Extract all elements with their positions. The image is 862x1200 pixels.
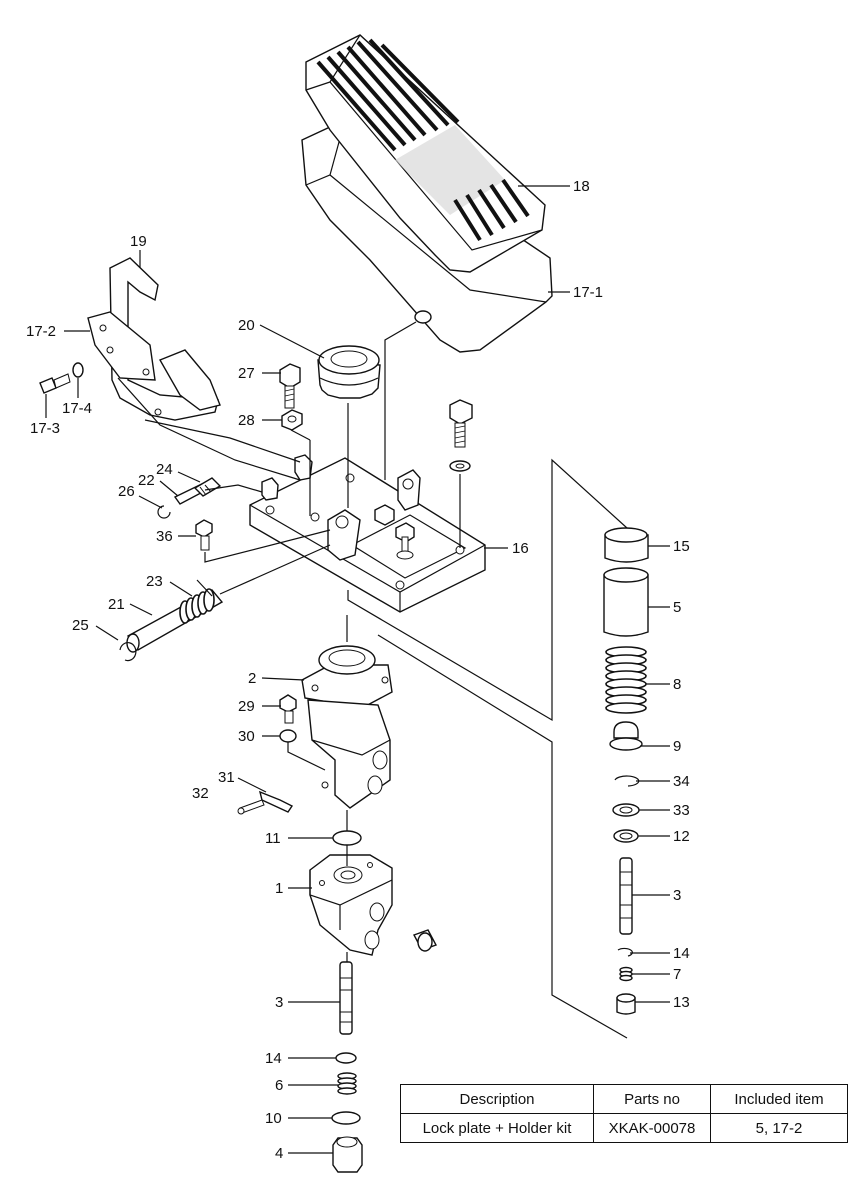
- callout-31: 31: [218, 769, 235, 786]
- callout-6: 6: [275, 1077, 283, 1094]
- spring-8: [605, 646, 647, 714]
- callout-20: 20: [238, 317, 255, 334]
- washer-12: [613, 829, 639, 843]
- callout-3-left: 3: [275, 994, 283, 1011]
- callout-24: 24: [156, 461, 173, 478]
- cap-13: [616, 993, 636, 1015]
- callout-labels: 18 17-1 19 17-2 17-3 17-4 20 27 28 24 22…: [26, 178, 690, 1162]
- screw-32: [237, 799, 265, 815]
- table-header-description: Description: [400, 1084, 594, 1114]
- snap-ring-34: [614, 775, 640, 787]
- bracket-19: [87, 257, 221, 421]
- bolt-plate-16: [449, 399, 473, 472]
- callout-15: 15: [673, 538, 690, 555]
- callout-10: 10: [265, 1110, 282, 1127]
- callout-8: 8: [673, 676, 681, 693]
- callout-32: 32: [192, 785, 209, 802]
- o-ring-10: [331, 1111, 361, 1125]
- leader-lines: [45, 185, 670, 1154]
- callout-5: 5: [673, 599, 681, 616]
- plug-1: [413, 929, 437, 952]
- seat-9: [609, 721, 643, 751]
- pin-22: [173, 477, 222, 505]
- table-header-parts-no: Parts no: [593, 1084, 711, 1114]
- o-ring-11: [332, 830, 362, 846]
- plate-31: [258, 790, 294, 813]
- callout-19: 19: [130, 233, 147, 250]
- snap-ring-26: [157, 505, 171, 519]
- callout-33: 33: [673, 802, 690, 819]
- table-cell-included-item: 5, 17-2: [710, 1113, 848, 1143]
- washer-30: [279, 729, 297, 743]
- callout-28: 28: [238, 412, 255, 429]
- callout-7: 7: [673, 966, 681, 983]
- callout-13: 13: [673, 994, 690, 1011]
- snap-ring-25: [119, 642, 137, 662]
- callout-2: 2: [248, 670, 256, 687]
- callout-26: 26: [118, 483, 135, 500]
- callout-27: 27: [238, 365, 255, 382]
- table-cell-description: Lock plate + Holder kit: [400, 1113, 594, 1143]
- sleeve-5: [603, 567, 649, 637]
- callout-18: 18: [573, 178, 590, 195]
- boot-20: [317, 345, 381, 399]
- callout-17-3: 17-3: [30, 420, 60, 437]
- table-row: Lock plate + Holder kit XKAK-00078 5, 17…: [400, 1113, 848, 1143]
- callout-9: 9: [673, 738, 681, 755]
- callout-25: 25: [72, 617, 89, 634]
- nut-28: [281, 409, 303, 431]
- callout-11: 11: [265, 830, 281, 847]
- callout-4: 4: [275, 1145, 283, 1162]
- table-header-row: Description Parts no Included item: [400, 1084, 848, 1114]
- callout-12: 12: [673, 828, 690, 845]
- body-upper-2: [301, 645, 393, 809]
- callout-21: 21: [108, 596, 125, 613]
- bolt-36: [195, 519, 213, 551]
- callout-17-1: 17-1: [573, 284, 603, 301]
- body-lower-1: [309, 854, 393, 956]
- callout-14-right: 14: [673, 945, 690, 962]
- callout-17-4: 17-4: [62, 400, 92, 417]
- callout-3-right: 3: [673, 887, 681, 904]
- callout-1: 1: [275, 880, 283, 897]
- callout-22: 22: [138, 472, 155, 489]
- callout-34: 34: [673, 773, 690, 790]
- snap-ring-14-right: [617, 947, 633, 957]
- washer-33: [612, 803, 640, 817]
- spool-3-left: [339, 961, 353, 1035]
- base-plate-16: [249, 454, 486, 613]
- callout-36: 36: [156, 528, 173, 545]
- callout-23: 23: [146, 573, 163, 590]
- table-header-included-item: Included item: [710, 1084, 848, 1114]
- pedal-pad-18: [305, 34, 546, 273]
- table-cell-parts-no: XKAK-00078: [593, 1113, 711, 1143]
- callout-29: 29: [238, 698, 255, 715]
- callout-17-2: 17-2: [26, 323, 56, 340]
- spring-23: [179, 579, 215, 624]
- callout-16: 16: [512, 540, 529, 557]
- parts-kit-table: Description Parts no Included item Lock …: [400, 1084, 848, 1143]
- spool-3-right: [619, 857, 633, 935]
- assembly-lines: [117, 321, 628, 1039]
- washer-17-4: [72, 362, 84, 378]
- plug-4: [332, 1136, 363, 1173]
- bolt-27: [279, 363, 301, 409]
- callout-30: 30: [238, 728, 255, 745]
- spring-6: [337, 1072, 357, 1095]
- spring-7: [619, 966, 633, 982]
- bolt-29: [279, 694, 297, 724]
- bushing-15: [604, 527, 649, 563]
- bolt-17-3: [39, 373, 71, 394]
- callout-14-left: 14: [265, 1050, 282, 1067]
- snap-ring-14-left: [335, 1052, 357, 1064]
